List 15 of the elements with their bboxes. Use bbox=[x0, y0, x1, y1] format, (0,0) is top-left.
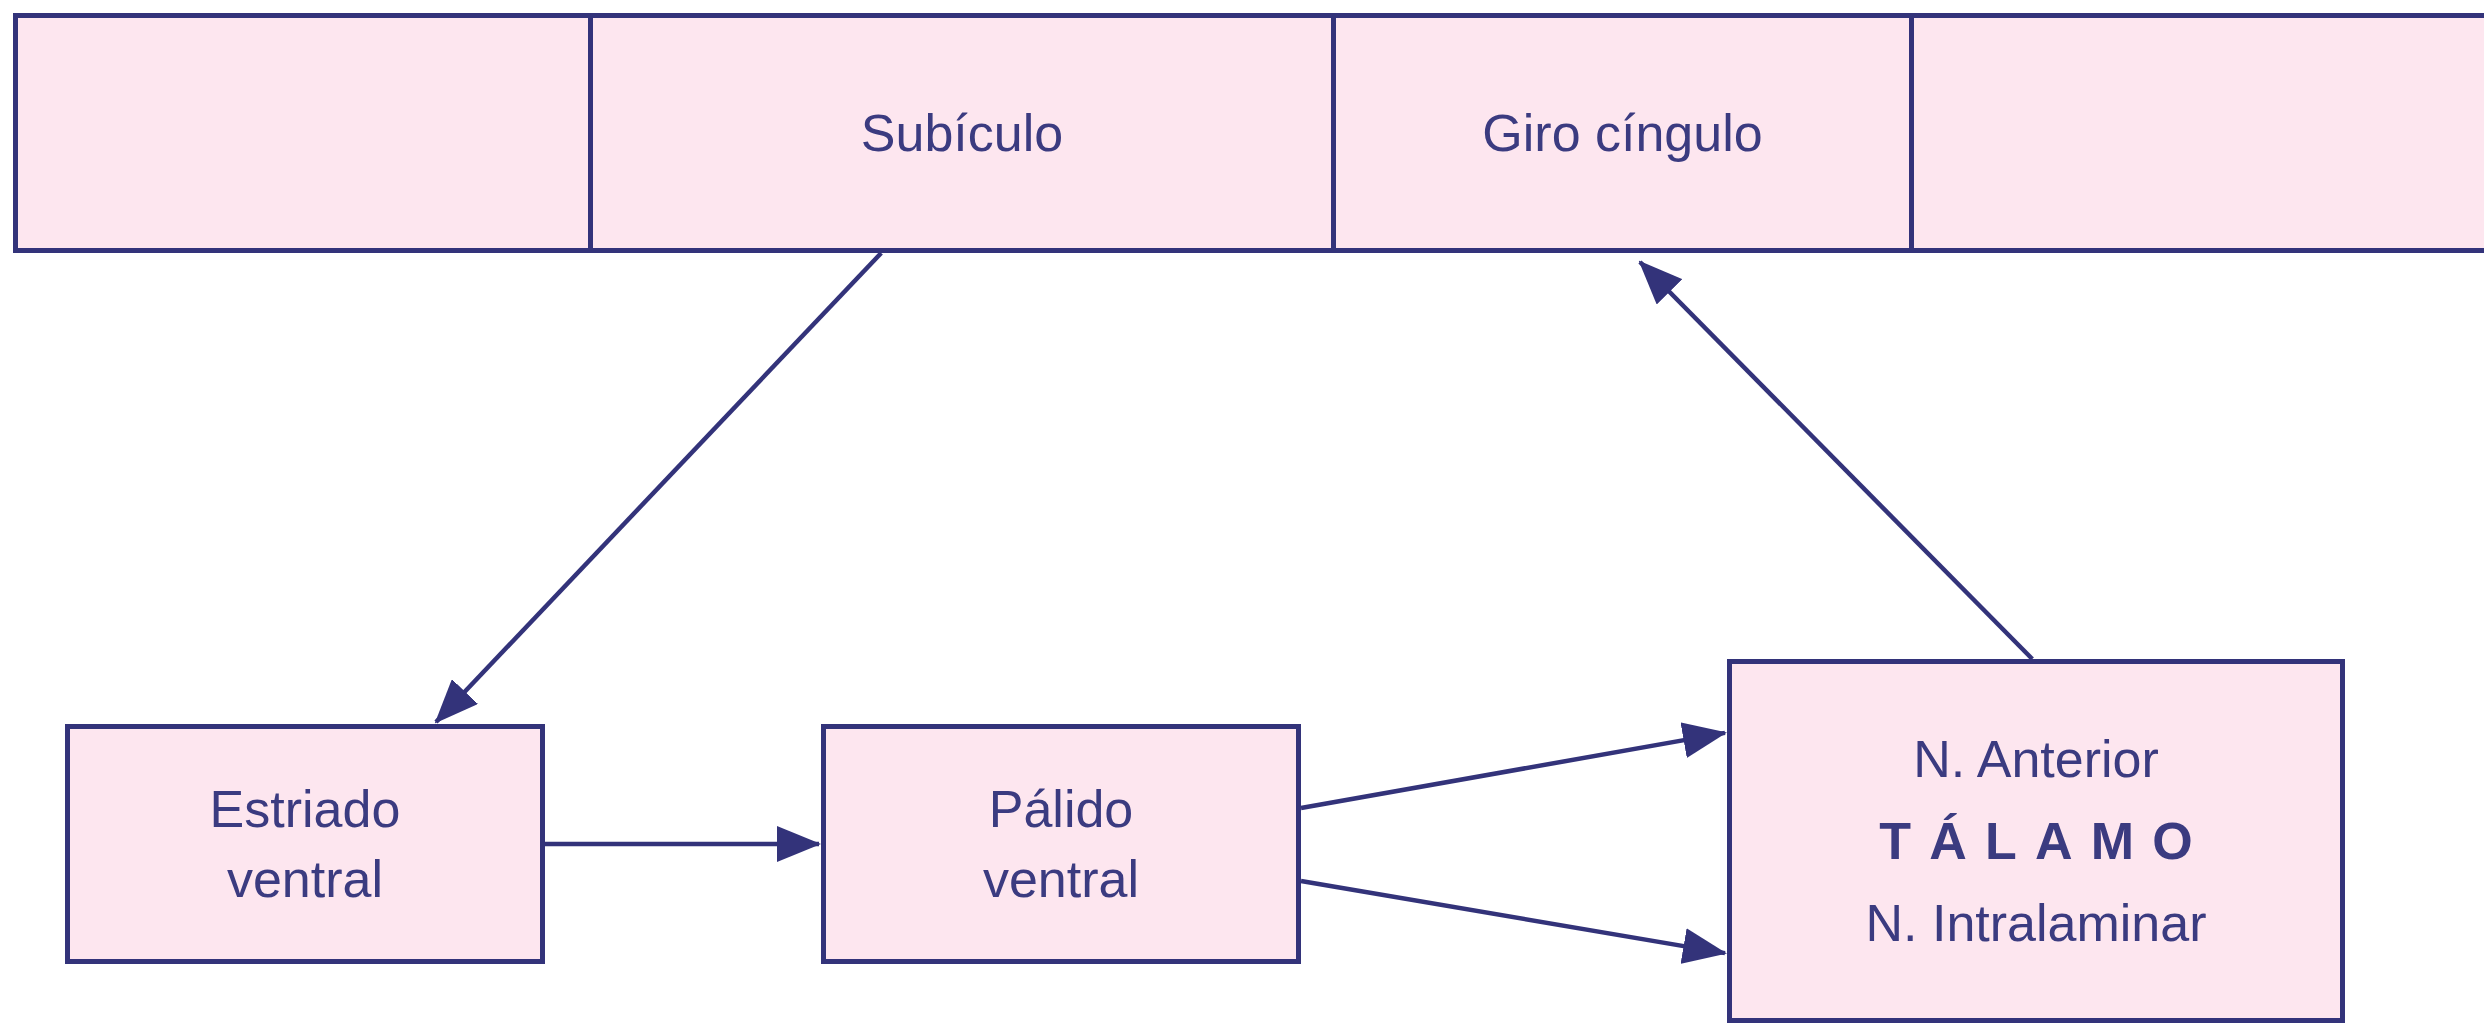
arrow bbox=[545, 826, 821, 862]
region-box bbox=[1727, 659, 2345, 1023]
arrow bbox=[1638, 260, 2034, 661]
region-label: Pálido ventral bbox=[981, 778, 1141, 910]
region-label: Estriado ventral bbox=[208, 778, 402, 910]
arrow bbox=[434, 251, 883, 724]
region-label: N. Intralaminar bbox=[1865, 893, 2207, 955]
region-label: N. Anterior bbox=[1913, 728, 2159, 790]
region-label: Subículo bbox=[860, 102, 1064, 164]
region-box bbox=[65, 724, 545, 964]
arrow bbox=[1300, 878, 1727, 964]
region-box bbox=[821, 724, 1301, 964]
region-heading: TÁLAMO bbox=[1879, 810, 2211, 872]
region-label: Giro cíngulo bbox=[1482, 102, 1763, 164]
arrow bbox=[1300, 722, 1727, 811]
